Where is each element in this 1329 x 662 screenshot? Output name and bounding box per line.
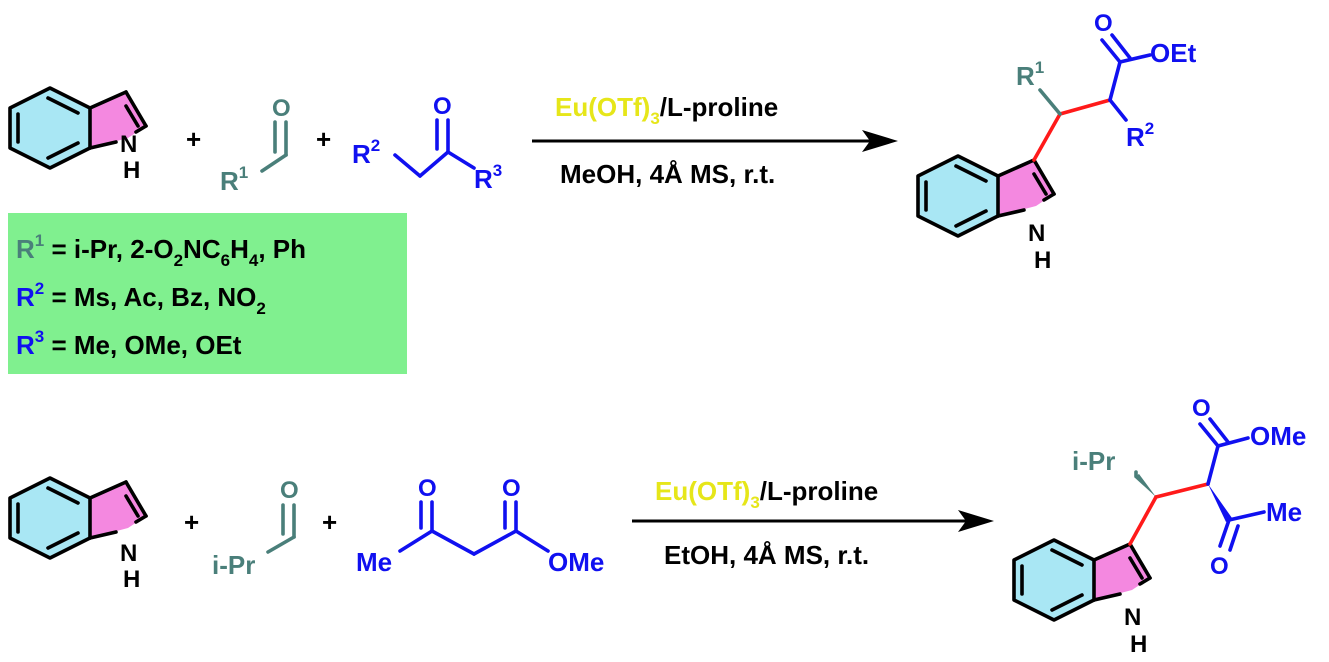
product-1: N H R1 O OEt R2 xyxy=(916,10,1197,274)
legend-r3-line: R3 = Me, OMe, OEt xyxy=(16,327,242,360)
reaction-arrow-2: Eu(OTf)3/L-proline EtOH, 4Å MS, r.t. xyxy=(632,476,994,570)
product-nh-h: H xyxy=(1130,631,1147,658)
product-nh-n: N xyxy=(1124,604,1141,631)
catalyst-label: Eu(OTf)3/L-proline xyxy=(655,476,878,512)
me-label: Me xyxy=(356,547,392,577)
ketoester-reactant-2: O O Me OMe xyxy=(356,475,604,577)
ester-oxygen: O xyxy=(1094,10,1113,37)
product-nh-h: H xyxy=(1034,247,1051,274)
indole-reactant-1: N H xyxy=(8,86,148,184)
ipr-label: i-Pr xyxy=(1072,446,1115,476)
ketone-reactant-1: O R2 R3 xyxy=(352,93,502,194)
legend-box: R1 = i-Pr, 2-O2NC6H4, Ph R2 = Ms, Ac, Bz… xyxy=(8,213,407,374)
conditions-label: EtOH, 4Å MS, r.t. xyxy=(664,540,869,570)
product-2: N H i-Pr O OMe Me O xyxy=(1012,395,1306,658)
legend-r2-line: R2 = Ms, Ac, Bz, NO2 xyxy=(16,279,266,318)
r2-label: R2 xyxy=(352,136,380,169)
reaction-arrow-1: Eu(OTf)3/L-proline MeOH, 4Å MS, r.t. xyxy=(532,92,898,189)
r2-label: R2 xyxy=(1126,119,1154,152)
indole-reactant-2: N H xyxy=(8,476,148,593)
ketone-oxygen: O xyxy=(1210,553,1229,580)
aldehyde-oxygen: O xyxy=(272,95,291,122)
ketone-oxygen: O xyxy=(433,93,452,120)
legend-r1-line: R1 = i-Pr, 2-O2NC6H4, Ph xyxy=(16,231,306,270)
r1-label: R1 xyxy=(1016,58,1044,91)
ester-oxygen: O xyxy=(502,475,521,502)
me-label: Me xyxy=(1266,497,1302,527)
ketone-oxygen: O xyxy=(418,475,437,502)
ester-oxygen: O xyxy=(1192,395,1211,422)
plus-sign: + xyxy=(186,124,201,154)
indole-nh-h: H xyxy=(123,157,140,184)
ome-label: OMe xyxy=(1250,421,1306,451)
plus-sign: + xyxy=(316,124,331,154)
plus-sign: + xyxy=(184,507,199,537)
aldehyde-oxygen: O xyxy=(280,477,299,504)
aldehyde-reactant-1: O R1 xyxy=(220,95,291,196)
indole-nh-h: H xyxy=(123,566,140,593)
indole-nh-n: N xyxy=(120,540,137,567)
plus-sign: + xyxy=(322,507,337,537)
conditions-label: MeOH, 4Å MS, r.t. xyxy=(560,159,775,189)
catalyst-label: Eu(OTf)3/L-proline xyxy=(555,92,778,128)
aldehyde-reactant-2: O i-Pr xyxy=(212,477,299,580)
r1-label: R1 xyxy=(220,163,248,196)
oet-label: OEt xyxy=(1150,38,1197,68)
indole-nh-n: N xyxy=(120,131,137,158)
ome-label: OMe xyxy=(548,547,604,577)
ipr-label: i-Pr xyxy=(212,550,255,580)
r3-label: R3 xyxy=(474,161,502,194)
product-nh-n: N xyxy=(1028,220,1045,247)
